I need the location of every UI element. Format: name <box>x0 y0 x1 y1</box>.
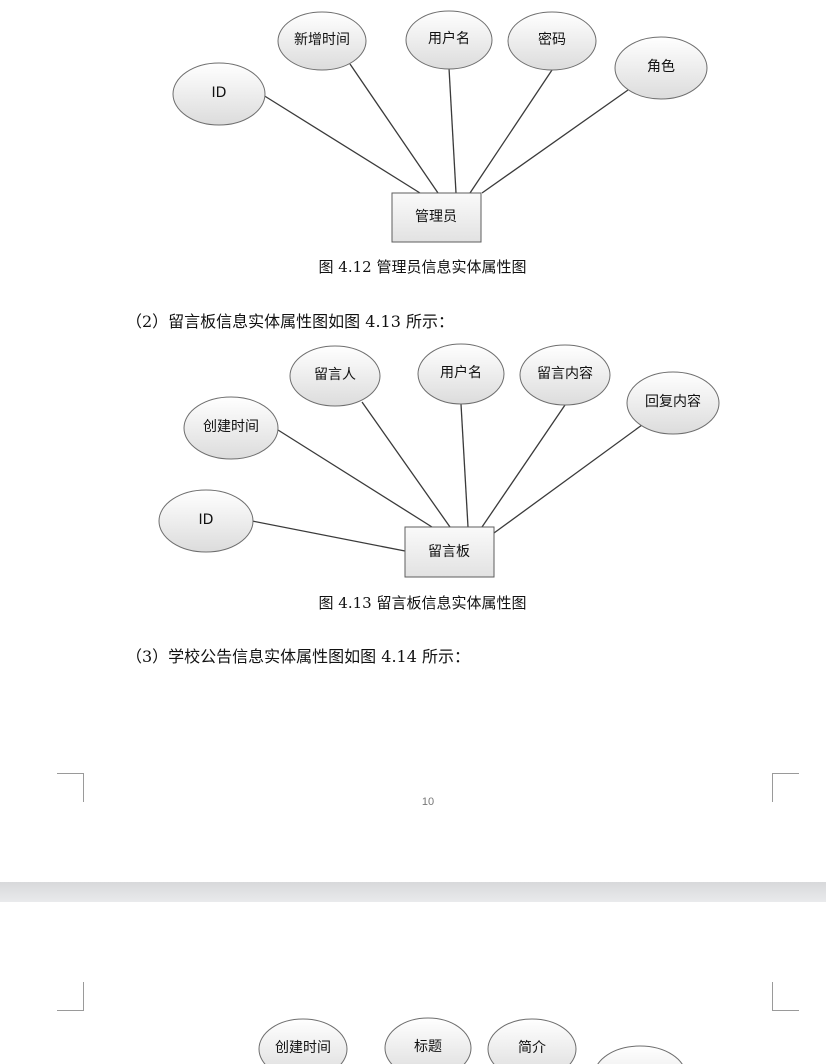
page-margin-mark-bottom-left <box>57 773 84 802</box>
board-edge-id <box>251 520 406 552</box>
board-attr-reply: 回复内容 <box>626 371 720 435</box>
page-separator <box>0 882 826 902</box>
board-edge-reply <box>493 424 643 534</box>
board-attr-created-time-label: 创建时间 <box>203 419 259 435</box>
board-edge-content <box>481 404 566 528</box>
admin-attr-created-time: 新增时间 <box>277 11 367 71</box>
admin-attr-id: ID <box>172 62 266 126</box>
notice-attr-summary-label: 简介 <box>518 1039 546 1056</box>
notice-attr-created-time-label: 创建时间 <box>275 1040 331 1056</box>
admin-attr-username: 用户名 <box>405 10 493 70</box>
board-entity-label: 留言板 <box>428 544 470 560</box>
notice-attr-title: 标题 <box>384 1017 472 1064</box>
admin-attr-password: 密码 <box>507 11 597 71</box>
document-page-10: ID 新增时间 用户名 密码 角色 管理员 图 4.12 管理员信息实体属性图 … <box>57 10 799 808</box>
figure-caption-4-12: 图 4.12 管理员信息实体属性图 <box>318 258 527 276</box>
board-attr-author-label: 留言人 <box>314 367 356 383</box>
paragraph-board-intro: （2）留言板信息实体属性图如图 4.13 所示： <box>126 312 454 331</box>
admin-edge-password <box>469 69 553 194</box>
page-number: 10 <box>421 796 435 808</box>
document-page-11: 创建时间 标题 简介 <box>0 902 826 1064</box>
board-edge-author <box>361 401 451 528</box>
board-attr-created-time: 创建时间 <box>183 396 279 460</box>
board-attr-reply-label: 回复内容 <box>645 393 701 410</box>
notice-entity-diagram: 创建时间 标题 简介 <box>258 1017 683 1064</box>
admin-attr-id-label: ID <box>212 85 227 101</box>
admin-entity-diagram: ID 新增时间 用户名 密码 角色 管理员 <box>172 10 708 243</box>
board-attr-id: ID <box>158 489 254 553</box>
admin-attr-username-label: 用户名 <box>428 30 470 47</box>
page-margin-mark-bottom-right <box>772 773 799 802</box>
notice-attr-created-time: 创建时间 <box>258 1018 348 1064</box>
board-attr-username: 用户名 <box>417 343 505 405</box>
board-attr-content: 留言内容 <box>519 344 611 406</box>
admin-entity-label: 管理员 <box>415 209 457 225</box>
figure-caption-4-13: 图 4.13 留言板信息实体属性图 <box>318 594 527 612</box>
board-attr-content-label: 留言内容 <box>537 365 593 382</box>
admin-edge-role <box>481 89 629 194</box>
page-margin-mark-top-left <box>57 982 84 1011</box>
admin-entity: 管理员 <box>391 192 482 243</box>
admin-attr-role-label: 角色 <box>647 58 675 75</box>
notice-attr-summary: 简介 <box>487 1018 577 1064</box>
notice-attr-title-label: 标题 <box>414 1039 442 1055</box>
board-attr-author: 留言人 <box>289 345 381 407</box>
notice-attr-partial <box>597 1045 683 1064</box>
admin-edge-created <box>349 63 439 194</box>
board-edge-username <box>460 403 469 528</box>
paragraph-notice-intro: （3）学校公告信息实体属性图如图 4.14 所示： <box>126 647 470 666</box>
board-edge-created <box>277 429 433 528</box>
admin-attr-role: 角色 <box>614 36 708 100</box>
board-attr-id-label: ID <box>199 512 214 528</box>
board-entity: 留言板 <box>404 526 495 578</box>
admin-attr-password-label: 密码 <box>538 31 566 48</box>
page-margin-mark-top-right <box>772 982 799 1011</box>
admin-attr-created-time-label: 新增时间 <box>294 32 350 48</box>
admin-edge-username <box>448 67 457 194</box>
board-attr-username-label: 用户名 <box>440 364 482 381</box>
board-entity-diagram: ID 创建时间 留言人 用户名 留言内容 回复内容 留言板 <box>158 343 720 578</box>
admin-edge-id <box>262 94 421 194</box>
